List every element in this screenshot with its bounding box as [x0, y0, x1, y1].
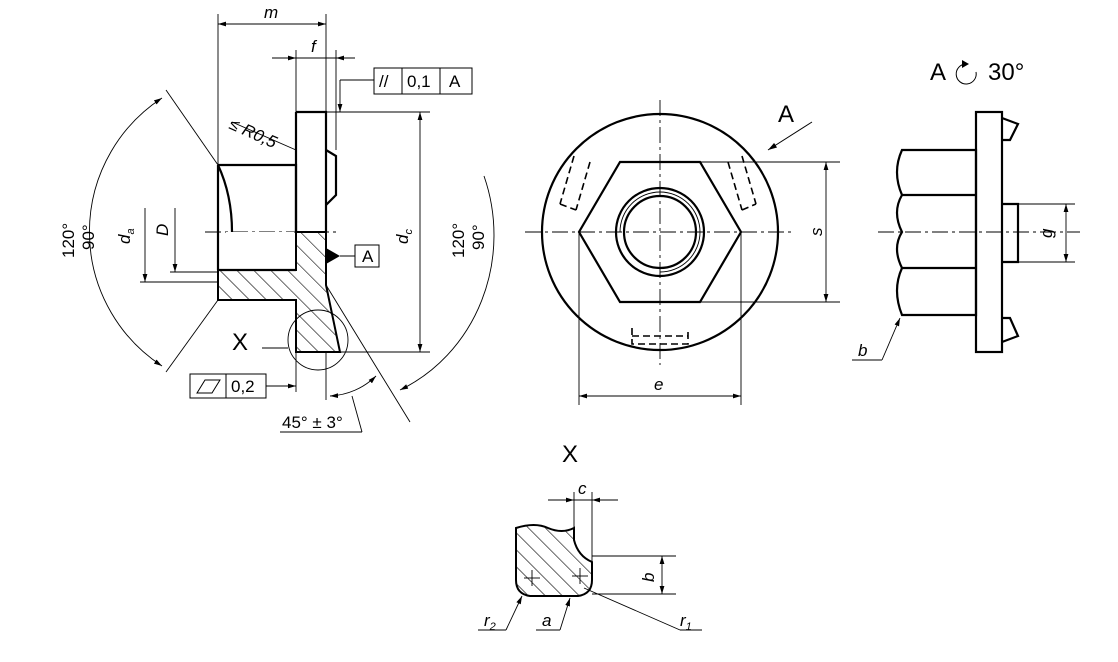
datum-label: A [362, 247, 374, 266]
detail-x-view: X c b r1 r2 a [478, 441, 702, 633]
view-a-rotation: 30° [988, 59, 1024, 86]
flatness-value: 0,2 [231, 377, 255, 396]
parallelism-symbol: // [379, 72, 389, 91]
view-a: A 30° g b [852, 59, 1080, 361]
serration-bottom [631, 328, 689, 345]
dim-m: m [264, 3, 278, 22]
dim-radius: ≤ R0,5 [226, 114, 280, 152]
dim-b: b [639, 573, 658, 582]
dim-s: s [807, 227, 826, 236]
dim-dc: dc [393, 229, 415, 244]
dim-D: D [153, 224, 172, 236]
dim-da: da [115, 228, 137, 244]
angle-left-outer: 120° [59, 223, 78, 258]
body-curve [217, 164, 234, 233]
leader-b: b [858, 341, 867, 360]
section-hatch [217, 231, 342, 353]
dim-g: g [1037, 228, 1056, 238]
dim-r1: r1 [680, 611, 692, 633]
detail-x-section [515, 524, 593, 597]
flatness-icon [196, 379, 221, 394]
serration-mid-side [1002, 202, 1020, 264]
view-a-arrow-label: A [778, 101, 794, 128]
view-a-arrow [767, 121, 813, 151]
datum-box [354, 244, 380, 268]
rotation-icon [955, 63, 977, 85]
top-view: s e A [525, 100, 840, 405]
serration-upper [325, 149, 338, 206]
dim-f: f [311, 37, 318, 56]
datum-triangle [326, 248, 340, 264]
dim-r2: r2 [484, 611, 496, 633]
dim-c: c [578, 479, 587, 498]
serration-right [727, 155, 757, 211]
leader-a: a [542, 611, 551, 630]
detail-x-callout: X [232, 329, 248, 356]
thread-arc [619, 191, 701, 273]
view-a-title: A [930, 59, 946, 86]
serration-left [559, 155, 591, 211]
parallelism-frame [373, 67, 473, 95]
serration-bottom-side [1001, 316, 1020, 344]
parallelism-value: 0,1 [407, 72, 431, 91]
angle-right-outer: 120° [449, 223, 468, 258]
serration-top-side [1001, 116, 1020, 142]
angle-left-inner: 90° [79, 224, 98, 250]
hex-body-side [895, 148, 978, 317]
detail-x-title: X [562, 441, 578, 468]
flange-upper [294, 110, 328, 232]
angle-right-inner: 90° [469, 224, 488, 250]
side-section-view: A m f // 0,1 A ≤ R0,5 dc da [59, 3, 495, 433]
dim-chamfer: 45° ± 3° [282, 413, 343, 432]
parallelism-datum: A [449, 72, 461, 91]
dim-e: e [654, 375, 663, 394]
detail-x-circle [287, 309, 349, 371]
